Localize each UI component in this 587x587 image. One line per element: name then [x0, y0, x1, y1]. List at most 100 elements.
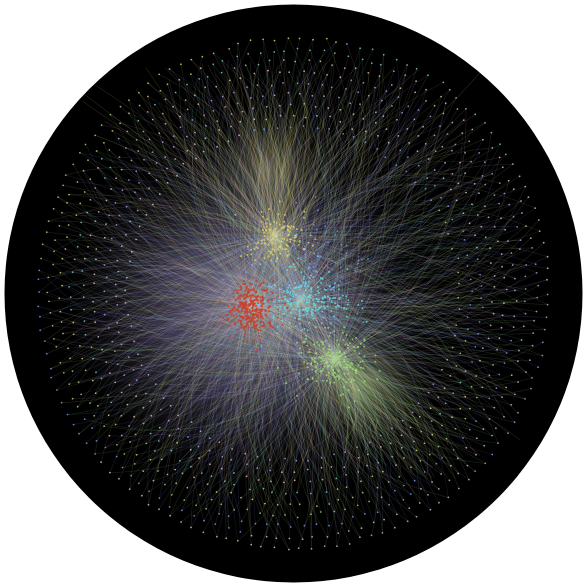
node [238, 134, 241, 137]
edge [324, 352, 383, 466]
node [351, 378, 353, 381]
edge [334, 156, 409, 361]
node [258, 303, 261, 306]
node [510, 374, 513, 376]
edge [334, 97, 370, 361]
node [312, 38, 314, 41]
node [257, 316, 260, 319]
edge [324, 342, 463, 458]
node [359, 47, 361, 50]
node [259, 316, 263, 319]
node [110, 401, 113, 404]
edge [249, 289, 507, 313]
node [252, 287, 255, 290]
node [281, 319, 283, 322]
edge [216, 146, 301, 301]
edge [137, 234, 276, 355]
edge [162, 141, 301, 301]
edge [258, 359, 336, 481]
edge [299, 226, 482, 301]
node [125, 276, 128, 279]
node [236, 296, 240, 300]
node [128, 488, 131, 491]
node [261, 228, 264, 231]
node [418, 502, 421, 504]
node [357, 304, 360, 306]
node [268, 208, 270, 211]
node [252, 322, 255, 325]
node [309, 480, 312, 483]
node [492, 364, 494, 366]
edge [250, 299, 301, 525]
edge [299, 294, 457, 326]
edge [299, 129, 473, 301]
node [263, 235, 266, 238]
edge [279, 105, 336, 361]
edge [321, 371, 433, 478]
edge [267, 38, 336, 361]
node [105, 361, 108, 363]
edge [299, 299, 466, 397]
edge [218, 299, 301, 514]
edge [310, 336, 386, 443]
edge [274, 165, 419, 236]
edge [61, 212, 336, 361]
edge [249, 233, 449, 306]
node [123, 374, 126, 377]
edge [249, 54, 384, 306]
edge [193, 359, 336, 517]
edge [249, 304, 348, 488]
edge [299, 299, 437, 464]
edge [203, 87, 301, 301]
edge [325, 359, 350, 532]
node [259, 512, 261, 515]
node [293, 239, 296, 242]
edge [299, 299, 359, 506]
edge [334, 132, 463, 361]
node [331, 287, 334, 290]
edge [330, 350, 407, 421]
node [328, 503, 331, 505]
node [53, 250, 55, 253]
node [230, 125, 232, 128]
node [546, 267, 549, 270]
node [501, 396, 503, 398]
node [60, 321, 63, 323]
node [85, 442, 88, 444]
edge [274, 234, 548, 310]
node [259, 545, 262, 548]
edge [135, 171, 336, 361]
node [208, 437, 211, 439]
edge [334, 239, 521, 361]
edge [274, 234, 481, 361]
node [76, 181, 79, 183]
node [265, 229, 268, 232]
node [365, 130, 367, 133]
edge [164, 299, 301, 485]
node [289, 304, 292, 307]
node [289, 302, 292, 305]
edge [133, 359, 336, 393]
edge [229, 59, 285, 306]
edge [236, 304, 277, 539]
node [327, 241, 329, 244]
node [81, 270, 84, 272]
edge [191, 56, 251, 306]
node [413, 479, 416, 482]
node [387, 141, 390, 144]
node [166, 473, 169, 476]
node [329, 115, 331, 118]
node [197, 103, 200, 105]
edge [292, 73, 309, 231]
edge [156, 162, 276, 236]
edge [186, 136, 276, 236]
node [90, 346, 93, 349]
node [115, 455, 118, 458]
node [146, 111, 149, 113]
edge [190, 74, 251, 306]
edge [213, 64, 301, 301]
edge [225, 304, 251, 539]
edge [299, 299, 507, 354]
edge [104, 234, 276, 266]
node [328, 348, 331, 351]
